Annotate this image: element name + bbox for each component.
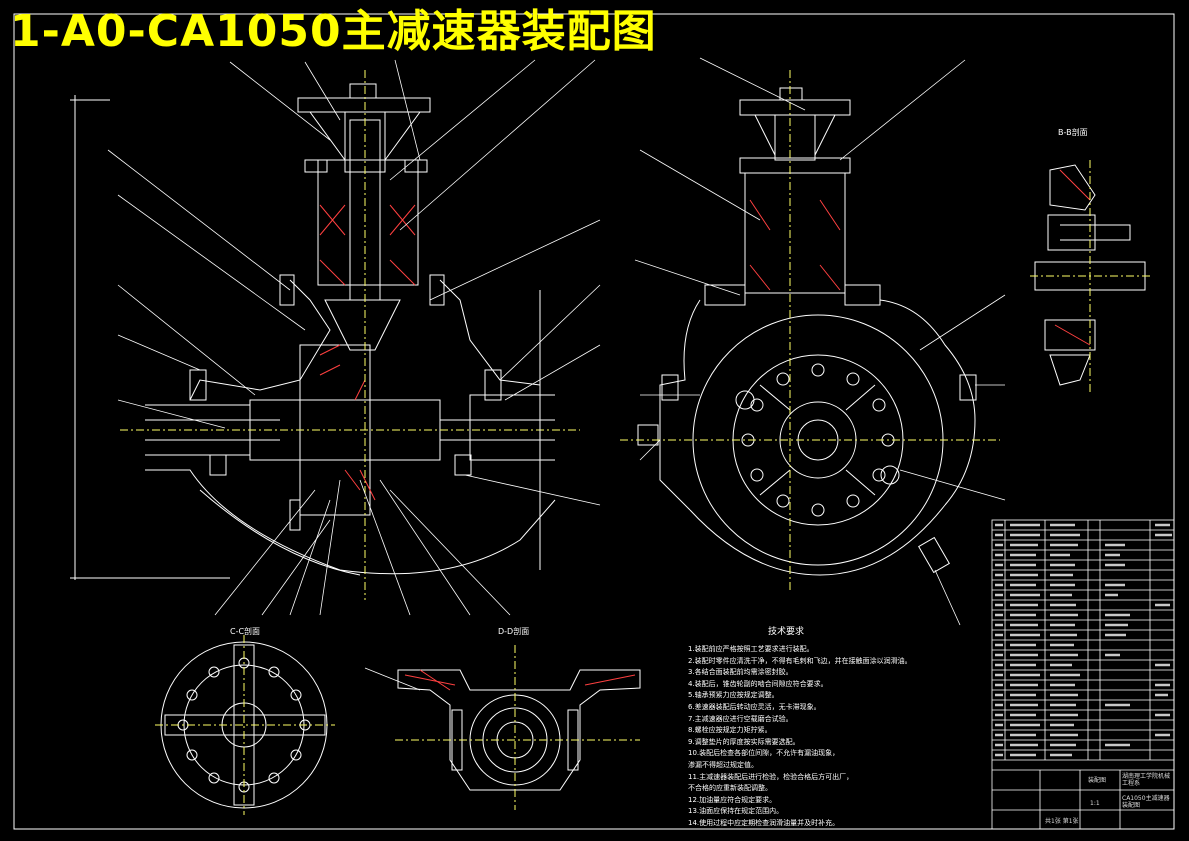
drawing-title: 1-A0-CA1050主减速器装配图 (10, 6, 657, 57)
tech-requirement-item: 8.螺栓应按规定力矩拧紧。 (688, 726, 772, 735)
parts-list-rows (992, 520, 1174, 761)
tech-requirement-item: 3.各结合面装配前均需涂密封胶。 (688, 668, 793, 677)
section-b-label: B-B剖面 (1058, 128, 1088, 137)
section-d-view (364, 645, 641, 810)
tech-requirement-item: 12.加油量应符合规定要求。 (688, 795, 777, 804)
title-block-part-name: CA1050主减速器装配图 (1122, 795, 1170, 809)
tech-requirement-item: 4.装配后，锥齿轮副的啮合间隙应符合要求。 (688, 679, 828, 688)
right-front-view (620, 70, 1000, 590)
section-c-label: C-C剖面 (230, 627, 261, 636)
title-block-scale: 1:1 (1090, 800, 1100, 807)
tech-requirement-item: 1.装配前应严格按照工艺要求进行装配。 (688, 645, 814, 653)
tech-requirement-item: 13.油面应保持在规定范围内。 (688, 807, 784, 816)
tech-requirement-item: 10.装配后检查各部位间隙，不允许有漏油现象， (688, 749, 840, 758)
title-block-sheet: 共1张 第1张 (1045, 818, 1079, 825)
tech-requirement-item: 5.轴承预紧力应按规定调整。 (688, 691, 779, 700)
tech-requirement-item: 不合格的应重新装配调整。 (688, 784, 772, 793)
ring-gear-bolts (735, 363, 900, 517)
right-leader-lines (634, 57, 1006, 626)
tech-requirement-item: 11.主减速器装配后进行检验，检验合格后方可出厂， (688, 772, 854, 781)
left-section-view (70, 70, 580, 600)
section-b-view (1030, 160, 1150, 395)
parts-list (991, 519, 1175, 830)
parts-list-text-marks (995, 523, 1172, 757)
drawing-border (13, 13, 1175, 830)
section-c-view (155, 635, 335, 815)
tech-requirement-item: 6.差速器装配后转动应灵活，无卡滞现象。 (688, 702, 821, 711)
left-leader-lines (107, 59, 601, 616)
title-block-school: 湖南理工学院机械工程系 (1122, 773, 1171, 787)
tech-requirements-heading: 技术要求 (768, 627, 805, 637)
tech-requirement-item: 9.调整垫片的厚度按实际需要选配。 (688, 737, 800, 746)
tech-requirement-item: 渗漏不得超过规定值。 (688, 760, 758, 769)
title-block-grid (992, 769, 1174, 829)
title-block-drawing-name: 装配图 (1088, 777, 1107, 784)
tech-requirement-item: 7.主减速器应进行空载磨合试验。 (688, 714, 793, 723)
section-d-label: D-D剖面 (498, 627, 530, 636)
tech-requirement-item: 14.使用过程中应定期检查润滑油量并及时补充。 (688, 818, 840, 827)
technical-requirements: 技术要求 1.装配前应严格按照工艺要求进行装配。 2.装配时零件应清洗干净，不得… (688, 627, 988, 830)
tech-requirement-item: 2.装配时零件应清洗干净，不得有毛刺和飞边，并在接触面涂以润滑油。 (688, 656, 912, 665)
